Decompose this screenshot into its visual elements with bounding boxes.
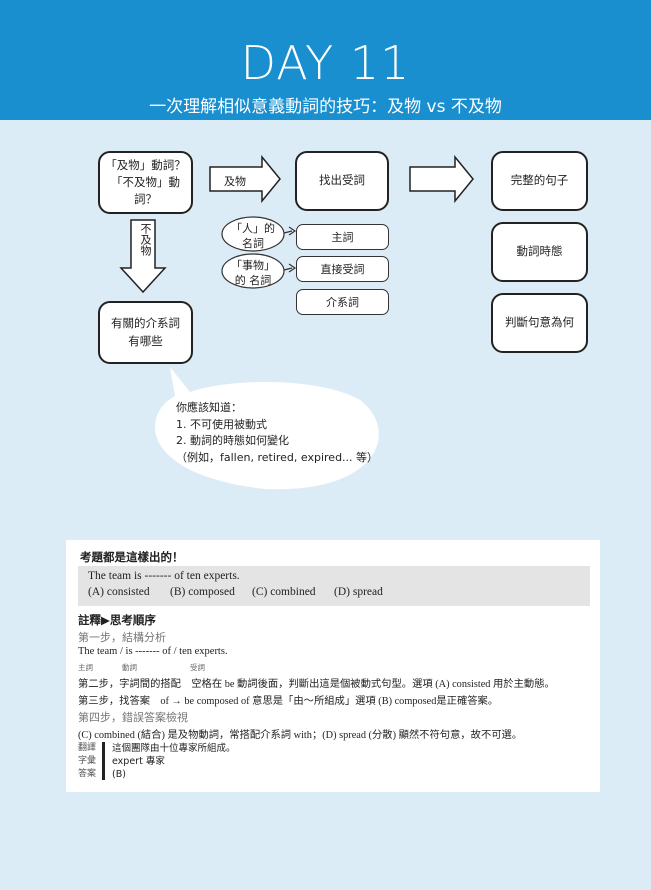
vocab-text: expert 專家 — [112, 756, 165, 767]
tag-verb: 動詞 — [122, 663, 137, 672]
arrow-to-result-shape — [409, 154, 474, 204]
transitive-question-box: 「及物」動詞？ 「不及物」動詞？ — [98, 151, 193, 214]
person-noun-ellipse — [221, 216, 285, 252]
flow-diagram — [119, 154, 474, 490]
preposition-pill: 介系詞 — [296, 289, 389, 315]
option-c: (C) combined — [252, 586, 316, 598]
header-banner: DAY 11 一次理解相似意義動詞的技巧：及物 vs 不及物 — [0, 0, 651, 120]
arrow-transitive-label: 及物 — [224, 175, 246, 188]
option-b: (B) composed — [170, 586, 235, 598]
step2-text: 第二步，字詞間的搭配 空格在 be 動詞後面，判斷出這是個被動式句型。選項 (A… — [78, 679, 555, 690]
step3-text: 第三步，找答案 of → be composed of 意思是「由～所組成」選項… — [78, 696, 499, 707]
speech-bubble-shape — [154, 367, 379, 490]
translation-text: 這個團隊由十位專家所組成。 — [112, 743, 236, 754]
arrow-intransitive-label: 不及物 — [139, 223, 152, 256]
vocab-label: 字彙 — [78, 756, 97, 766]
question-text: The team is ------- of ten experts. — [88, 570, 240, 582]
arrow-transitive-shape — [209, 154, 281, 204]
page-subtitle: 一次理解相似意義動詞的技巧：及物 vs 不及物 — [149, 97, 502, 117]
verb-tense-box: 動詞時態 — [491, 222, 588, 282]
step4-label: 第四步，錯誤答案檢視 — [78, 711, 188, 724]
speech-bubble-text: 你應該知道： 1. 不可使用被動式 2. 動詞的時態如何變化 （例如，falle… — [176, 401, 379, 464]
translation-label: 翻譯 — [78, 743, 97, 753]
exam-heading: 考題都是這樣出的！ — [80, 550, 184, 564]
tag-subject: 主詞 — [78, 663, 93, 672]
arrow-intransitive-shape — [119, 219, 167, 294]
tag-object: 受詞 — [190, 663, 205, 672]
answer-label: 答案 — [78, 769, 97, 779]
judge-meaning-box: 判斷句意為何 — [491, 293, 588, 353]
option-d: (D) spread — [334, 586, 383, 598]
direct-object-pill: 直接受詞 — [296, 256, 389, 282]
exam-panel: 考題都是這樣出的！ The team is ------- of ten exp… — [66, 540, 600, 792]
step1-label: 第一步，結構分析 — [78, 631, 166, 644]
step1-sentence: The team / is ------- of / ten experts. — [78, 646, 228, 657]
person-noun-label: 「人」的 名詞 — [231, 222, 275, 250]
option-a: (A) consisted — [88, 586, 150, 598]
subject-pill: 主詞 — [296, 224, 389, 250]
thing-noun-label: 「事物」 的 名詞 — [231, 259, 275, 287]
answer-text: (B) — [112, 769, 126, 780]
find-object-box: 找出受詞 — [295, 151, 389, 211]
related-preposition-box: 有關的介系詞 有哪些 — [98, 301, 193, 364]
legend-divider — [102, 742, 105, 780]
complete-sentence-box: 完整的句子 — [491, 151, 588, 211]
page-title: DAY 11 — [240, 36, 411, 90]
thing-noun-ellipse — [221, 253, 285, 289]
step4-text: (C) combined (結合) 是及物動詞，常搭配介系詞 with；(D) … — [78, 730, 523, 741]
notes-heading: 註釋▶思考順序 — [78, 615, 156, 627]
question-box: The team is ------- of ten experts. — [78, 566, 590, 606]
